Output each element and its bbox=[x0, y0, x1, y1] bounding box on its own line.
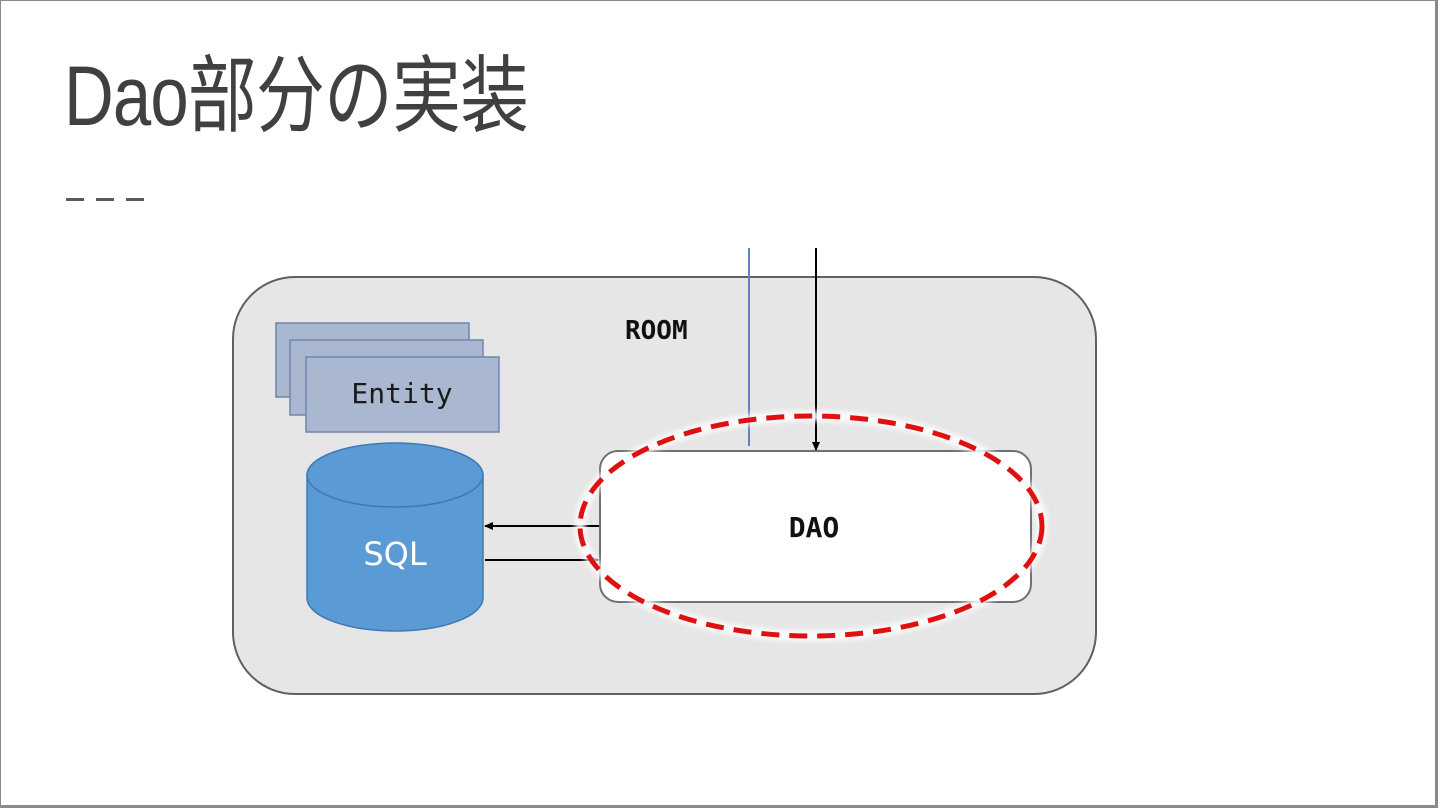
room-label: ROOM bbox=[625, 316, 688, 346]
title-underline-dashes bbox=[66, 198, 144, 201]
dash bbox=[126, 198, 144, 201]
database-label: SQL bbox=[363, 535, 427, 573]
entity-card-front bbox=[305, 356, 500, 433]
cylinder-body bbox=[306, 474, 484, 632]
dash bbox=[96, 198, 114, 201]
highlight-dashed-ellipse bbox=[577, 413, 1045, 639]
entity-label: Entity bbox=[351, 377, 452, 410]
entity-stack: Entity bbox=[275, 322, 500, 433]
dash bbox=[66, 198, 84, 201]
cylinder-top bbox=[306, 442, 484, 508]
dao-box bbox=[599, 450, 1032, 603]
dao-label: DAO bbox=[789, 511, 840, 544]
slide-title: Dao部分の実装 bbox=[64, 49, 529, 143]
database-cylinder-icon: SQL bbox=[306, 442, 484, 632]
